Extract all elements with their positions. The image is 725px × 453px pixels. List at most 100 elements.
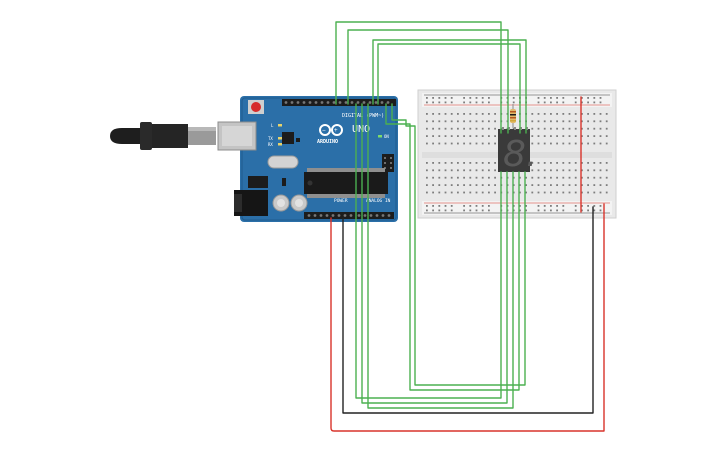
breadboard-hole[interactable] (450, 142, 453, 145)
breadboard-hole[interactable] (537, 135, 540, 137)
breadboard-hole[interactable] (593, 142, 596, 145)
breadboard-hole[interactable] (488, 184, 490, 186)
breadboard-hole[interactable] (587, 162, 589, 164)
breadboard-hole[interactable] (543, 184, 546, 186)
breadboard-hole[interactable] (550, 135, 552, 137)
breadboard-hole[interactable] (568, 176, 571, 179)
breadboard-hole[interactable] (562, 209, 565, 212)
breadboard-hole[interactable] (574, 191, 577, 194)
breadboard-hole[interactable] (556, 120, 558, 123)
breadboard-hole[interactable] (463, 142, 465, 145)
breadboard-hole[interactable] (537, 209, 540, 212)
breadboard-hole[interactable] (525, 191, 527, 194)
breadboard-hole[interactable] (525, 205, 527, 207)
breadboard-hole[interactable] (605, 127, 608, 130)
breadboard-hole[interactable] (512, 101, 515, 104)
breadboard-hole[interactable] (562, 97, 565, 99)
breadboard-hole[interactable] (543, 191, 546, 194)
breadboard-hole[interactable] (562, 101, 565, 104)
breadboard-hole[interactable] (469, 162, 472, 164)
breadboard-hole[interactable] (531, 120, 534, 123)
breadboard-hole[interactable] (556, 127, 558, 130)
breadboard-hole[interactable] (481, 120, 484, 123)
breadboard-hole[interactable] (463, 120, 465, 123)
breadboard-hole[interactable] (426, 184, 428, 186)
breadboard-hole[interactable] (475, 191, 478, 194)
breadboard[interactable] (417, 89, 617, 219)
signal-wire-f[interactable] (361, 103, 508, 404)
breadboard-hole[interactable] (494, 184, 496, 186)
breadboard-hole[interactable] (488, 101, 490, 104)
breadboard-hole[interactable] (581, 127, 583, 130)
breadboard-hole[interactable] (481, 135, 484, 137)
breadboard-hole[interactable] (605, 162, 608, 164)
breadboard-hole[interactable] (587, 101, 589, 104)
breadboard-hole[interactable] (450, 191, 453, 194)
breadboard-hole[interactable] (432, 113, 434, 115)
breadboard-hole[interactable] (550, 209, 552, 212)
arduino-uno-board[interactable]: DIGITAL (PWM~) UNO ARDUINO POWER ANALOG … (217, 96, 398, 222)
breadboard-hole[interactable] (581, 113, 583, 115)
breadboard-hole[interactable] (593, 205, 596, 207)
breadboard-hole[interactable] (599, 142, 602, 145)
breadboard-hole[interactable] (494, 142, 496, 145)
breadboard-hole[interactable] (469, 127, 472, 130)
breadboard-hole[interactable] (562, 113, 565, 115)
breadboard-hole[interactable] (543, 127, 546, 130)
breadboard-hole[interactable] (481, 142, 484, 145)
breadboard-hole[interactable] (562, 205, 565, 207)
breadboard-hole[interactable] (593, 184, 596, 186)
breadboard-hole[interactable] (581, 97, 583, 99)
signal-wire-a[interactable] (335, 21, 502, 134)
breadboard-hole[interactable] (562, 162, 565, 164)
breadboard-hole[interactable] (599, 184, 602, 186)
breadboard-hole[interactable] (556, 162, 558, 164)
breadboard-hole[interactable] (593, 176, 596, 179)
resistor[interactable] (510, 104, 516, 128)
breadboard-hole[interactable] (574, 209, 577, 212)
breadboard-hole[interactable] (587, 135, 589, 137)
breadboard-hole[interactable] (525, 176, 527, 179)
breadboard-hole[interactable] (469, 205, 472, 207)
breadboard-hole[interactable] (587, 120, 589, 123)
breadboard-hole[interactable] (481, 176, 484, 179)
breadboard-hole[interactable] (531, 191, 534, 194)
breadboard-hole[interactable] (531, 169, 534, 172)
breadboard-hole[interactable] (519, 205, 521, 207)
breadboard-hole[interactable] (475, 101, 478, 104)
breadboard-hole[interactable] (599, 176, 602, 179)
breadboard-hole[interactable] (450, 97, 453, 99)
breadboard-hole[interactable] (438, 184, 441, 186)
breadboard-hole[interactable] (444, 101, 447, 104)
breadboard-hole[interactable] (475, 176, 478, 179)
breadboard-hole[interactable] (475, 162, 478, 164)
breadboard-hole[interactable] (488, 176, 490, 179)
breadboard-hole[interactable] (556, 176, 558, 179)
breadboard-hole[interactable] (450, 113, 453, 115)
breadboard-hole[interactable] (599, 113, 602, 115)
breadboard-hole[interactable] (457, 162, 459, 164)
breadboard-hole[interactable] (450, 120, 453, 123)
breadboard-hole[interactable] (543, 142, 546, 145)
breadboard-hole[interactable] (599, 209, 602, 212)
breadboard-hole[interactable] (494, 127, 496, 130)
breadboard-hole[interactable] (432, 184, 434, 186)
breadboard-hole[interactable] (469, 97, 472, 99)
breadboard-hole[interactable] (605, 113, 608, 115)
breadboard-hole[interactable] (432, 127, 434, 130)
breadboard-hole[interactable] (494, 191, 496, 194)
breadboard-hole[interactable] (488, 169, 490, 172)
breadboard-hole[interactable] (531, 135, 534, 137)
breadboard-hole[interactable] (444, 127, 447, 130)
breadboard-hole[interactable] (599, 135, 602, 137)
breadboard-hole[interactable] (581, 162, 583, 164)
breadboard-hole[interactable] (537, 113, 540, 115)
breadboard-hole[interactable] (488, 135, 490, 137)
breadboard-hole[interactable] (574, 142, 577, 145)
breadboard-hole[interactable] (457, 135, 459, 137)
digital-pin-header[interactable] (282, 99, 396, 106)
signal-wire-g[interactable] (367, 103, 514, 409)
breadboard-hole[interactable] (605, 169, 608, 172)
breadboard-hole[interactable] (587, 184, 589, 186)
breadboard-hole[interactable] (568, 135, 571, 137)
